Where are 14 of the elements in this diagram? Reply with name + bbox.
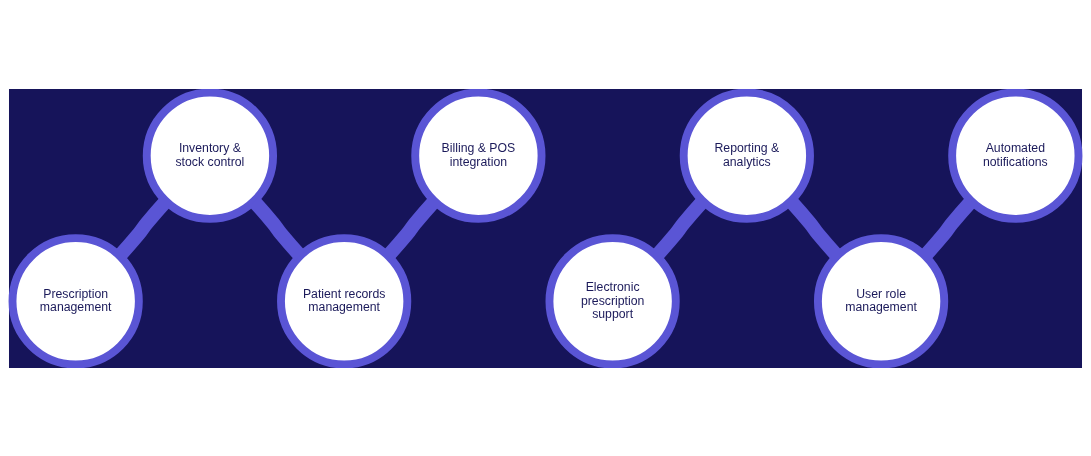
connector bbox=[785, 196, 843, 260]
connector bbox=[114, 196, 172, 260]
node-circle: Reporting & analytics bbox=[679, 88, 814, 223]
node-circle: Electronic prescription support bbox=[545, 233, 680, 368]
connector bbox=[248, 196, 306, 260]
connector bbox=[651, 196, 708, 260]
connector bbox=[383, 196, 440, 260]
node-circle: Automated notifications bbox=[948, 88, 1083, 223]
node-circle: Patient records management bbox=[277, 233, 412, 368]
node-circle: User role management bbox=[813, 233, 949, 368]
connector bbox=[919, 196, 977, 260]
node-circle: Inventory & stock control bbox=[142, 88, 278, 223]
node-circle: Prescription management bbox=[8, 233, 143, 368]
node-circle: Billing & POS integration bbox=[411, 88, 546, 223]
